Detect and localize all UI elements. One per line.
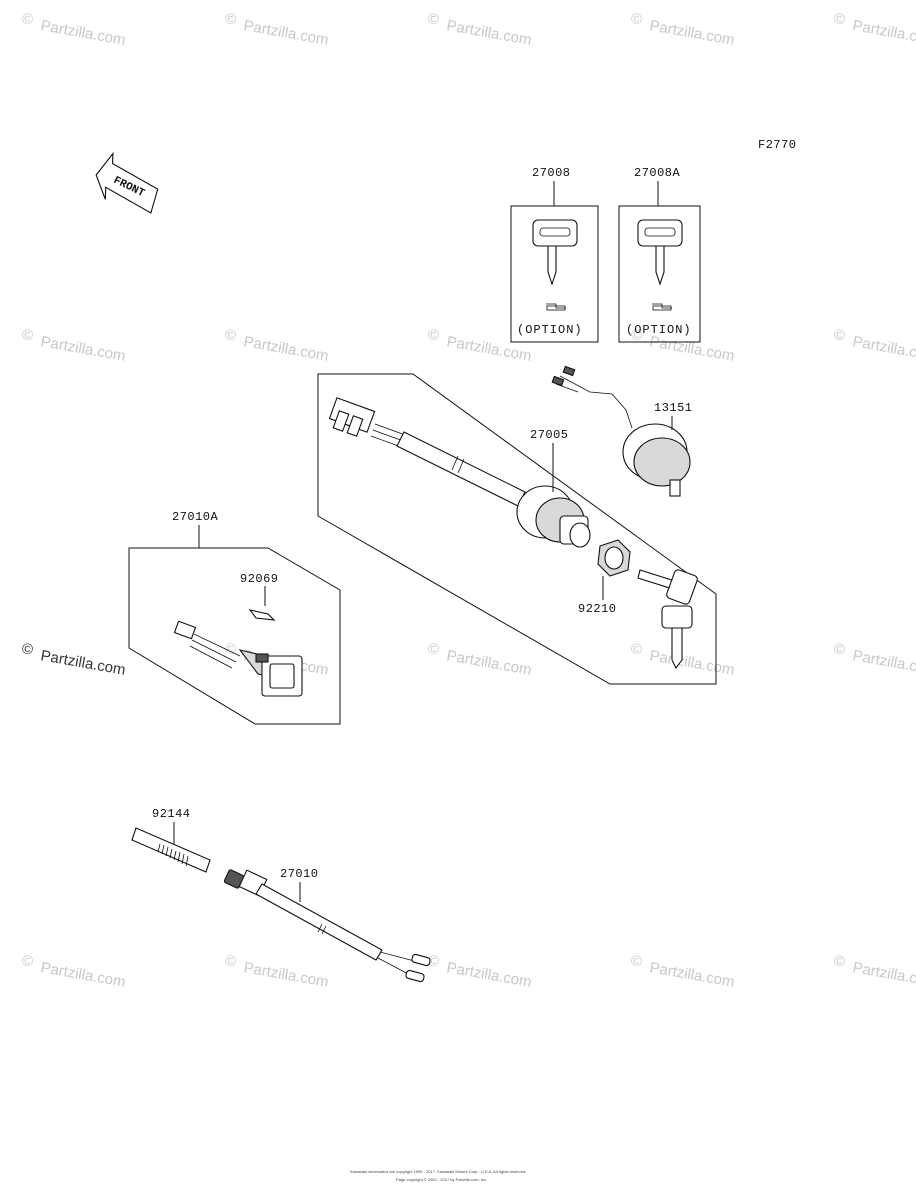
watermark-text: Partzilla.com: [39, 333, 127, 365]
watermark-text: Partzilla.com: [445, 647, 533, 679]
copyright-symbol: ©: [22, 953, 33, 970]
watermark-row-4: © Partzilla.com © Partzilla.com © Partzi…: [22, 953, 916, 991]
copyright-symbol: ©: [22, 11, 33, 28]
connector-icon: [328, 397, 409, 449]
copyright-symbol: ©: [631, 11, 642, 28]
watermark-text: Partzilla.com: [445, 333, 533, 365]
footer-copyright: Kawasaki schematics are copyright 1995 -…: [350, 1169, 526, 1174]
watermark-text: Partzilla.com: [648, 17, 736, 49]
copyright-symbol: ©: [225, 953, 236, 970]
figure-code: F2770: [758, 138, 797, 152]
copyright-symbol: ©: [834, 641, 845, 658]
copyright-symbol: ©: [225, 11, 236, 28]
key-icon: [637, 219, 683, 311]
copyright-symbol: ©: [22, 327, 33, 344]
warning-buzzer-icon: [551, 365, 691, 497]
copyright-symbol: ©: [631, 641, 642, 658]
copyright-symbol: ©: [631, 327, 642, 344]
watermark-text: Partzilla.com: [242, 17, 330, 49]
ignition-switch-assembly: 27005 13151 92210: [317, 365, 717, 685]
part-number-13151: 13151: [654, 401, 693, 415]
watermark-text: Partzilla.com: [445, 959, 533, 991]
assembly-frame: [128, 547, 341, 725]
copyright-symbol: ©: [428, 953, 439, 970]
part-number-27005: 27005: [530, 428, 569, 442]
part-number-27010: 27010: [280, 867, 319, 881]
watermark-row-2: © Partzilla.com © Partzilla.com © Partzi…: [22, 327, 916, 365]
copyright-symbol: ©: [428, 11, 439, 28]
part-number-27008: 27008: [532, 166, 571, 180]
nut-icon: [597, 539, 631, 577]
copyright-symbol: ©: [225, 327, 236, 344]
key-blank-alt-group: 27008A (OPTION): [618, 166, 701, 343]
copyright-symbol: ©: [428, 641, 439, 658]
part-number-27008A: 27008A: [634, 166, 681, 180]
watermark-text: Partzilla.com: [242, 959, 330, 991]
copyright-symbol: ©: [631, 953, 642, 970]
watermark-text: Partzilla.com: [851, 17, 916, 49]
key-icon: [532, 219, 578, 311]
lock-washer-icon: [248, 609, 276, 621]
part-number-27010A: 27010A: [172, 510, 219, 524]
spring-group: 92144: [131, 807, 211, 873]
key-blank-alt-box: [618, 205, 701, 343]
watermark-row-1: © Partzilla.com © Partzilla.com © Partzi…: [22, 11, 916, 49]
option-label: (OPTION): [517, 323, 583, 337]
watermark-text: Partzilla.com: [648, 333, 736, 365]
stop-switch-group: 27010: [223, 867, 431, 983]
watermark-text: Partzilla.com: [851, 647, 916, 679]
spring-icon: [131, 827, 211, 873]
assembly-frame: [317, 373, 717, 685]
option-label: (OPTION): [626, 323, 692, 337]
watermark-text: Partzilla.com: [39, 647, 127, 679]
watermark-text: Partzilla.com: [648, 959, 736, 991]
front-arrow-icon: FRONT: [95, 151, 159, 214]
watermark-row-3: © Partzilla.com © Partzilla.com © Partzi…: [22, 641, 916, 679]
watermark-text: Partzilla.com: [242, 333, 330, 365]
watermark-text: Partzilla.com: [851, 959, 916, 991]
copyright-symbol: ©: [225, 641, 236, 658]
stop-switch-icon: [223, 869, 431, 983]
copyright-symbol: ©: [834, 11, 845, 28]
watermark-text: Partzilla.com: [445, 17, 533, 49]
copyright-symbol: ©: [428, 327, 439, 344]
copyright-symbol: ©: [834, 953, 845, 970]
key-blank-box: [510, 205, 599, 343]
part-number-92069: 92069: [240, 572, 279, 586]
part-number-92144: 92144: [152, 807, 191, 821]
copyright-symbol: ©: [22, 641, 33, 658]
footer-page-copyright: Page copyright © 2002 - 2017 by Partzill…: [396, 1177, 487, 1182]
watermark-text: Partzilla.com: [39, 17, 127, 49]
lanyard-switch-icon: [173, 620, 303, 697]
cable: [396, 431, 526, 507]
ignition-keys-icon: [637, 569, 698, 670]
copyright-symbol: ©: [834, 327, 845, 344]
watermark-text: Partzilla.com: [648, 647, 736, 679]
ignition-switch-icon: [516, 485, 591, 548]
watermark-text: Partzilla.com: [851, 333, 916, 365]
watermark-text: Partzilla.com: [39, 959, 127, 991]
key-blank-group: 27008 (OPTION): [510, 166, 599, 343]
part-number-92210: 92210: [578, 602, 617, 616]
lanyard-switch-assembly: 27010A 92069: [128, 510, 341, 725]
